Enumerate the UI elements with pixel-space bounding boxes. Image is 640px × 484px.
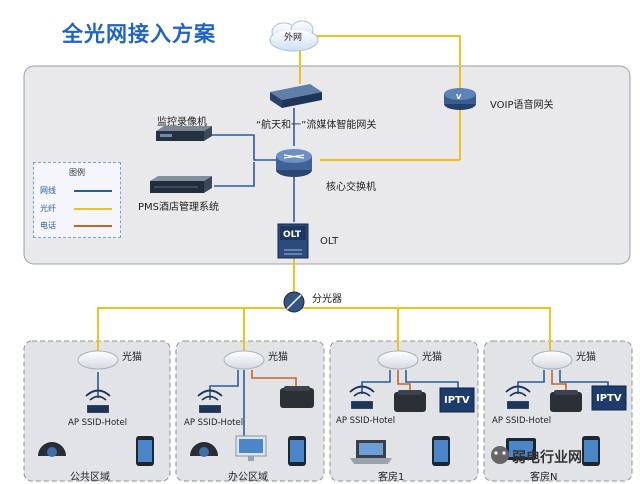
core-panel	[23, 65, 631, 265]
fiber-lines	[97, 35, 551, 360]
pms-server-icon	[150, 176, 212, 193]
legend-item-fiber: 光纤	[40, 204, 56, 213]
zone-4-iptv-label: IPTV	[596, 393, 622, 404]
pms-label: PMS酒店管理系统	[138, 202, 220, 213]
legend-swatch-fiber	[74, 208, 112, 210]
voip-label: VOIP语音网关	[490, 100, 554, 111]
zone-3-area-label: 客房1	[378, 472, 405, 483]
legend-swatch-network	[74, 190, 112, 192]
cloud-icon	[269, 20, 319, 52]
core-switch-label: 核心交换机	[326, 182, 376, 193]
diagram-title: 全光网接入方案	[62, 22, 216, 46]
desktop-computer-icon	[235, 435, 267, 461]
legend-title: 图例	[69, 168, 85, 177]
network-lines	[97, 108, 609, 440]
gateway-icon	[270, 84, 322, 108]
wifi-ap-icons	[85, 385, 531, 413]
zone-2-area-label: 办公区域	[228, 472, 268, 483]
iptv-icons	[439, 385, 627, 413]
legend-item-network: 网线	[40, 186, 56, 195]
zone-3-iptv-label: IPTV	[444, 395, 470, 406]
legend: 图例 网线 光纤 电话	[33, 162, 121, 238]
mobile-phone-icons	[136, 436, 600, 466]
splitter-icon	[283, 291, 305, 313]
zone-1-modem-label: 光猫	[122, 352, 142, 363]
zone-2-modem-label: 光猫	[268, 352, 288, 363]
svg-text:V: V	[456, 93, 462, 101]
watermark-text: 弱电行业网	[512, 450, 582, 466]
camera-icons	[38, 442, 218, 457]
zone-4-ap-label: AP SSID-Hotel	[492, 416, 552, 426]
laptop-icon	[350, 440, 392, 464]
internet-label: 外网	[284, 33, 303, 43]
tablet-icon	[506, 438, 536, 460]
desk-phone-icons	[280, 386, 582, 412]
legend-item-phone: 电话	[40, 221, 56, 230]
zone-1-ap-label: AP SSID-Hotel	[68, 418, 128, 428]
olt-icon	[277, 223, 309, 259]
zone-2-ap-label: AP SSID-Hotel	[184, 418, 244, 428]
modem-icons	[77, 350, 573, 370]
zone-4-area-label: 客房N	[530, 472, 558, 483]
nvr-icon	[156, 126, 212, 141]
zone-3-modem-label: 光猫	[422, 352, 442, 363]
zone-4-modem-label: 光猫	[576, 352, 596, 363]
legend-swatch-phone	[74, 225, 112, 227]
wechat-logo-icon	[491, 446, 509, 464]
gateway-label: “航天和一”流媒体智能网关	[256, 120, 377, 131]
nvr-label: 监控录像机	[157, 117, 207, 128]
voip-gateway-icon: V	[444, 88, 476, 110]
olt-icon-text: OLT	[283, 230, 302, 240]
core-switch-icon	[276, 149, 312, 177]
zone-3-ap-label: AP SSID-Hotel	[336, 416, 396, 426]
phone-lines	[251, 370, 567, 392]
olt-label: OLT	[320, 236, 339, 247]
zone-1-area-label: 公共区域	[70, 472, 110, 483]
splitter-label: 分光器	[312, 294, 342, 305]
